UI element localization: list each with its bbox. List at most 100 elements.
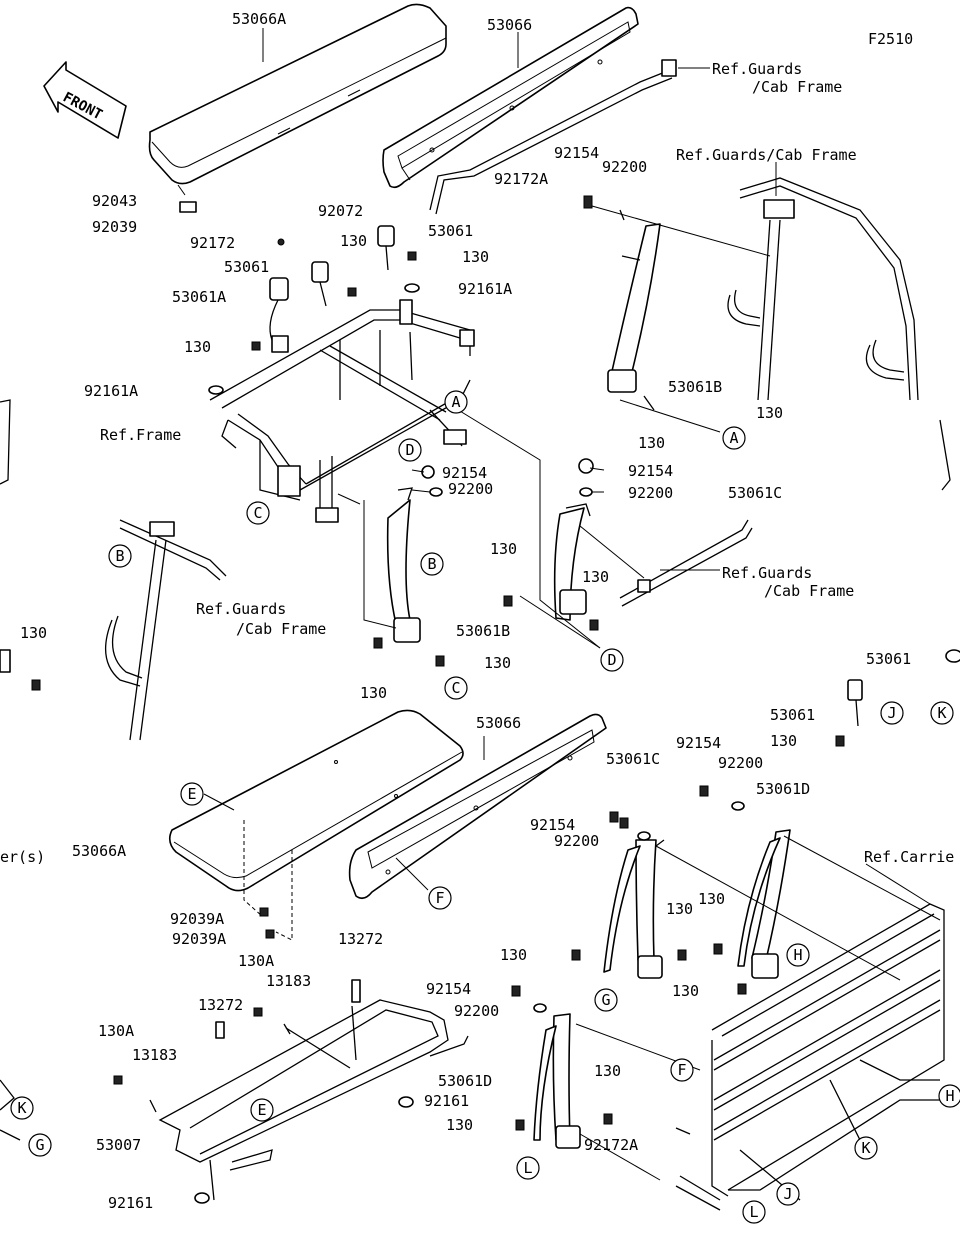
callout-label: 130 [594, 1062, 621, 1080]
ref-letter: F [677, 1061, 686, 1079]
callout-label: 53061 [770, 706, 815, 724]
callout-label: 53007 [96, 1136, 141, 1154]
callout-label: 92154 [442, 464, 487, 482]
callout-label: 92072 [318, 202, 363, 220]
ref-letter-circle: B [420, 552, 444, 576]
callout-label: 92154 [530, 816, 575, 834]
callout-label: Ref.Frame [100, 426, 181, 444]
ref-letter-circle: B [108, 544, 132, 568]
bracket-92043-icon [179, 201, 197, 213]
callout-label: /Cab Frame [764, 582, 854, 600]
ref-letter-circle: K [854, 1136, 878, 1160]
callout-label: 92200 [554, 832, 599, 850]
callout-label: 130 [20, 624, 47, 642]
callout-label: 53061 [866, 650, 911, 668]
ref-letter: L [523, 1159, 532, 1177]
callout-label: 130 [672, 982, 699, 1000]
rack-53007 [113, 979, 469, 1204]
ref-letter: K [937, 704, 946, 722]
callout-label: 130A [98, 1022, 134, 1040]
callout-label: 53066 [487, 16, 532, 34]
callout-label: 130 [340, 232, 367, 250]
callout-label: 53061C [728, 484, 782, 502]
callout-label: 130 [490, 540, 517, 558]
seatbelt-retractor-53061C-lower [571, 811, 687, 979]
ref-letter-circle: D [600, 648, 624, 672]
seatbelt-retractor-53061C-middle [421, 458, 599, 631]
ref-letter: B [427, 555, 436, 573]
ref-letter: G [35, 1136, 44, 1154]
ref-letter-circle: L [516, 1156, 540, 1180]
callout-label: 53066A [72, 842, 126, 860]
seatbelt-retractor-53061D-lower [699, 785, 791, 995]
callout-label: 130 [184, 338, 211, 356]
callout-label: 13272 [338, 930, 383, 948]
ref-letter-circle: H [938, 1084, 960, 1108]
seat-cushion-upper [148, 3, 447, 196]
bolt-130-icon [347, 287, 357, 297]
callout-label: 130A [238, 952, 274, 970]
callout-label: 53061C [606, 750, 660, 768]
callout-label: Ref.Guards [712, 60, 802, 78]
callout-label: 130 [446, 1116, 473, 1134]
screw-92172-icon [277, 238, 285, 246]
callout-label: 92043 [92, 192, 137, 210]
bolt-130-icon [407, 251, 417, 261]
seat-back-lower [348, 713, 607, 900]
ref-letter-circle: L [742, 1200, 766, 1224]
seatbelt-retractor-53061B-upper [583, 195, 771, 411]
callout-label: 53061 [428, 222, 473, 240]
ref-letter: B [115, 547, 124, 565]
callout-label: 130 [666, 900, 693, 918]
ref-letter: D [405, 441, 414, 459]
fastener-92039A-icon [265, 929, 275, 939]
callout-label: Ref.Guards/Cab Frame [676, 146, 857, 164]
ref-letter-circle: E [250, 1098, 274, 1122]
callout-label: 53066 [476, 714, 521, 732]
callout-label: 92161 [424, 1092, 469, 1110]
ref-letter-circle: K [930, 701, 954, 725]
callout-label: Ref.Guards [722, 564, 812, 582]
callout-label: 92161 [108, 1194, 153, 1212]
callout-label: 53061 [224, 258, 269, 276]
callout-label: 92200 [448, 480, 493, 498]
callout-label: 130 [756, 404, 783, 422]
seat-back-upper [382, 6, 639, 189]
callout-label: 92154 [554, 144, 599, 162]
callout-label: 92039 [92, 218, 137, 236]
callout-label: 92154 [628, 462, 673, 480]
callout-label: 92161A [84, 382, 138, 400]
upper-seat-frame [209, 299, 475, 523]
ref-letter: J [783, 1185, 792, 1203]
callout-label: 92172 [190, 234, 235, 252]
ref-letter: H [945, 1087, 954, 1105]
callout-label: 130 [770, 732, 797, 750]
callout-label: /Cab Frame [752, 78, 842, 96]
ref-letter: F [435, 889, 444, 907]
ref-letter-circle: K [10, 1096, 34, 1120]
callout-label: 92154 [676, 734, 721, 752]
front-arrow-icon: FRONT [43, 61, 127, 139]
callout-label: 13183 [132, 1046, 177, 1064]
ref-letter: C [451, 679, 460, 697]
ref-letter: J [887, 704, 896, 722]
ref-letter: E [187, 785, 196, 803]
callout-label: 130 [462, 248, 489, 266]
cab-frame-upper-right [727, 162, 919, 401]
seatbelt-retractor-53061D-bottom [511, 985, 691, 1149]
washer-92161A-icon [404, 283, 420, 293]
callout-label: 92200 [718, 754, 763, 772]
callout-label: 130 [500, 946, 527, 964]
buckle-53061A [269, 277, 289, 341]
ref-letter: E [257, 1101, 266, 1119]
bolt-130-icon [251, 341, 261, 351]
callout-label: 13183 [266, 972, 311, 990]
ref-letter-circle: A [722, 426, 746, 450]
buckle-53061-b [311, 261, 329, 307]
callout-label: 53061D [756, 780, 810, 798]
callout-label: 130 [360, 684, 387, 702]
callout-label: 130 [638, 434, 665, 452]
callout-label: /Cab Frame [236, 620, 326, 638]
